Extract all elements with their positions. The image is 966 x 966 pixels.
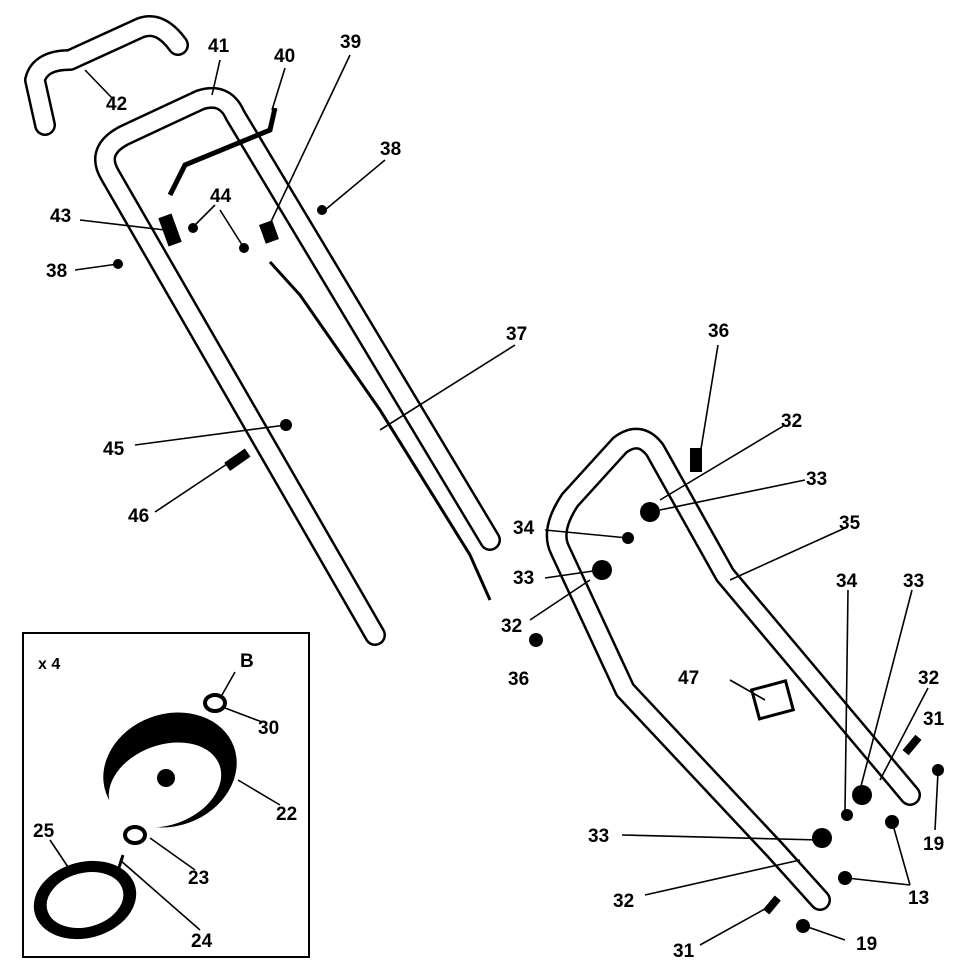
callout-33: 33 — [588, 826, 609, 847]
callout-44: 44 — [210, 186, 232, 207]
callout-43: 43 — [50, 206, 71, 227]
handle-grip — [24, 15, 189, 136]
control-lever — [167, 107, 278, 197]
callout-33: 33 — [903, 571, 924, 592]
callout-32: 32 — [613, 891, 634, 912]
callout-42: 42 — [106, 94, 127, 115]
callout-25: 25 — [33, 821, 55, 842]
callout-36: 36 — [708, 321, 729, 342]
callout-39: 39 — [340, 32, 361, 53]
wheel-assembly — [33, 671, 281, 940]
quantity-note: x 4 — [38, 656, 60, 673]
callout-40: 40 — [274, 46, 295, 67]
leader-lines — [74, 54, 939, 946]
callout-37: 37 — [506, 324, 527, 345]
callout-45: 45 — [103, 439, 125, 460]
wheel-inset-frame — [22, 632, 310, 958]
callout-38: 38 — [380, 139, 401, 160]
control-cable — [268, 260, 492, 601]
callout-34: 34 — [836, 571, 858, 592]
callout-32: 32 — [918, 668, 939, 689]
callout-31: 31 — [673, 941, 695, 962]
callout-32: 32 — [781, 411, 802, 432]
callout-19: 19 — [923, 834, 944, 855]
callout-30: 30 — [258, 718, 279, 739]
callout-33: 33 — [513, 568, 534, 589]
callout-b: B — [240, 651, 254, 672]
callout-35: 35 — [839, 513, 861, 534]
callout-47: 47 — [678, 668, 699, 689]
callout-46: 46 — [128, 506, 149, 527]
callout-19: 19 — [856, 934, 877, 955]
callout-24: 24 — [191, 931, 213, 952]
callout-38: 38 — [46, 261, 67, 282]
callout-41: 41 — [208, 36, 230, 57]
callout-22: 22 — [276, 804, 297, 825]
callout-23: 23 — [188, 868, 209, 889]
callout-34: 34 — [513, 518, 535, 539]
upper-handle — [94, 86, 501, 646]
callout-31: 31 — [923, 709, 945, 730]
callout-32: 32 — [501, 616, 522, 637]
callout-33: 33 — [806, 469, 827, 490]
callout-36: 36 — [508, 669, 529, 690]
lower-handle — [545, 427, 921, 911]
callout-13: 13 — [908, 888, 929, 909]
